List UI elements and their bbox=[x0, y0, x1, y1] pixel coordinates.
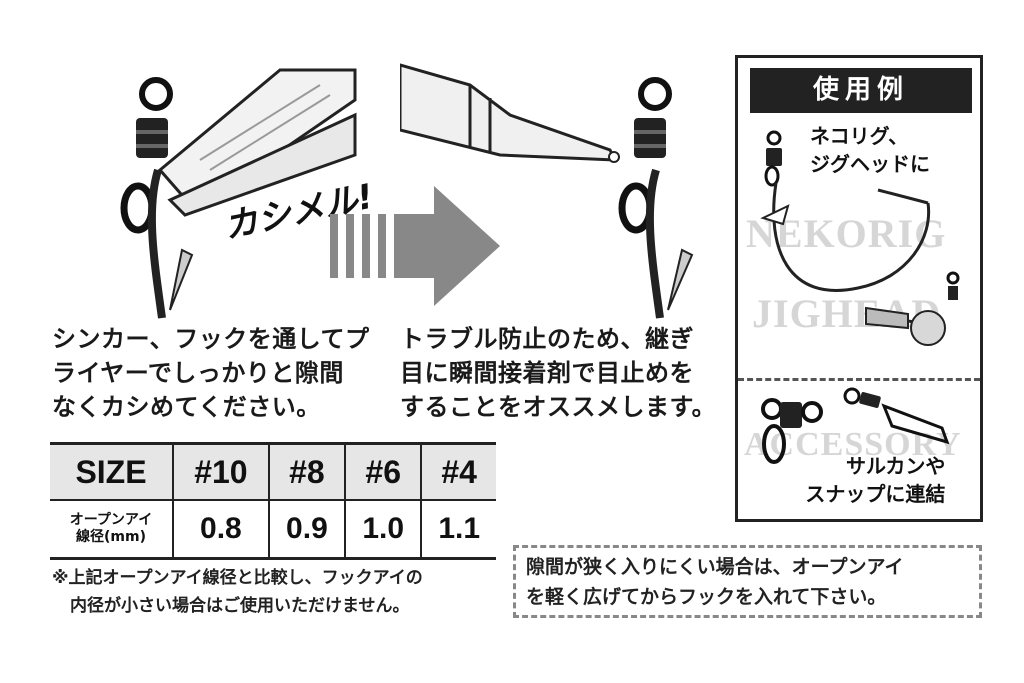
example-panel-title: 使用例 bbox=[750, 68, 972, 113]
panel-divider bbox=[738, 378, 980, 381]
footnote-line: ※上記オープンアイ線径と比較し、フックアイの bbox=[52, 568, 423, 588]
footnote-line: 内径が小さい場合はご使用いただけません。 bbox=[70, 596, 410, 616]
swivel-icon bbox=[120, 77, 173, 234]
caption-line: 目に瞬間接着剤で目止めを bbox=[400, 359, 694, 387]
snap-swivel-icon bbox=[843, 387, 950, 445]
size-cell: #10 bbox=[172, 442, 269, 501]
footnote: ※上記オープンアイ線径と比較し、フックアイの 内径が小さい場合はご使用いただけま… bbox=[52, 564, 423, 620]
usage-line: ジグヘッドに bbox=[810, 152, 930, 176]
glue-nozzle-icon bbox=[400, 63, 620, 163]
value-cell: 1.0 bbox=[344, 500, 422, 560]
hook-icon bbox=[760, 182, 931, 292]
caption-line: トラブル防止のため、継ぎ bbox=[400, 325, 694, 353]
size-cell: #6 bbox=[344, 442, 422, 501]
hook-icon bbox=[147, 168, 194, 319]
usage-line: ネコリグ、 bbox=[810, 124, 909, 148]
example-panel: 使用例 NEKORIG JIGHEAD ネコリグ、 ジグヘッドに ACCESSO… bbox=[735, 55, 983, 522]
usage-line: サルカンや bbox=[846, 454, 946, 478]
arrow-right-icon bbox=[330, 186, 500, 306]
open-eye-wire-label: オープンアイ 線径(mm) bbox=[50, 500, 173, 560]
jighead-rig-illustration bbox=[760, 130, 960, 346]
swivel-icon bbox=[764, 130, 782, 187]
value-cell: 0.9 bbox=[267, 500, 346, 560]
hook-icon bbox=[645, 168, 694, 319]
size-table-value-row: オープンアイ 線径(mm) 0.8 0.9 1.0 1.1 bbox=[50, 500, 496, 560]
caption-line: ライヤーでしっかりと隙間 bbox=[52, 359, 344, 387]
caption-line: なくカシめてください。 bbox=[52, 393, 321, 421]
step1-illustration bbox=[120, 68, 357, 319]
upper-usage-text: ネコリグ、 ジグヘッドに bbox=[810, 122, 930, 178]
value-cell: 0.8 bbox=[172, 500, 269, 560]
tip-box: 隙間が狭く入りにくい場合は、オープンアイ を軽く広げてからフックを入れて下さい。 bbox=[513, 545, 982, 618]
size-table-header-row: SIZE #10 #8 #6 #4 bbox=[50, 442, 496, 501]
usage-line: スナップに連結 bbox=[805, 482, 946, 506]
swivel-icon bbox=[618, 77, 672, 234]
accessory-illustration bbox=[761, 387, 950, 464]
caption-line: することをオススメします。 bbox=[400, 393, 717, 421]
step2-illustration bbox=[400, 63, 694, 319]
size-cell: #4 bbox=[420, 442, 496, 501]
value-cell: 1.1 bbox=[420, 500, 496, 560]
tip-line: を軽く広げてからフックを入れて下さい。 bbox=[526, 586, 887, 608]
step1-caption: シンカー、フックを通してプ ライヤーでしっかりと隙間 なくカシめてください。 bbox=[52, 322, 370, 424]
swivel-icon bbox=[761, 398, 823, 464]
pliers-icon bbox=[157, 68, 357, 217]
tip-line: 隙間が狭く入りにくい場合は、オープンアイ bbox=[526, 556, 904, 578]
size-cell: #8 bbox=[267, 442, 346, 501]
size-table: SIZE #10 #8 #6 #4 オープンアイ 線径(mm) 0.8 0.9 … bbox=[50, 442, 496, 560]
jighead-icon bbox=[865, 271, 960, 346]
step2-caption: トラブル防止のため、継ぎ 目に瞬間接着剤で目止めを することをオススメします。 bbox=[400, 322, 716, 424]
row-label-line: オープンアイ bbox=[69, 512, 153, 528]
size-header-label: SIZE bbox=[50, 442, 173, 501]
row-label-line: 線径(mm) bbox=[76, 529, 146, 545]
lower-usage-text: サルカンや スナップに連結 bbox=[802, 452, 945, 508]
caption-line: シンカー、フックを通してプ bbox=[52, 325, 370, 353]
